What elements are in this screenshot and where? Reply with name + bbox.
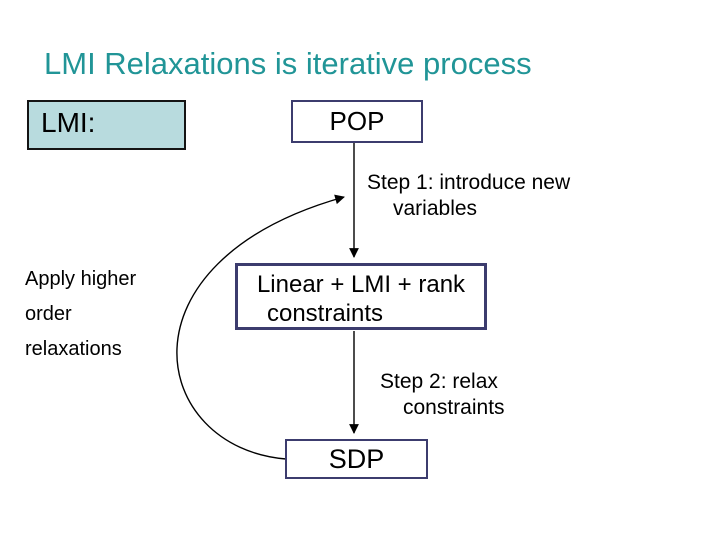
node-linear-text-line2: constraints (266, 300, 384, 327)
annotation-side-note-line1: Apply higher (25, 268, 137, 290)
annotation-step2-line2: constraints (403, 396, 505, 419)
node-sdp-text: SDP (328, 443, 385, 474)
node-lmi-label: LMI: (27, 100, 186, 150)
node-pop: POP (291, 100, 423, 143)
annotation-side-note-line2: order (25, 303, 72, 325)
node-sdp: SDP (285, 439, 428, 479)
annotation-step1-line2: variables (393, 197, 478, 220)
annotation-apply-higher-order-relaxations: Apply higher order relaxations (25, 262, 136, 367)
node-linear-lmi-rank-constraints: Linear + LMI + rank constraints (235, 263, 487, 330)
node-lmi-text: LMI: (41, 107, 96, 138)
slide-title: LMI Relaxations is iterative process (44, 46, 532, 81)
node-pop-text: POP (329, 106, 385, 136)
annotation-side-note-line3: relaxations (25, 338, 122, 360)
annotation-step1-line1: Step 1: introduce new (367, 171, 571, 194)
arrow-feedback-loop (176, 194, 345, 460)
annotation-step2: Step 2: relax constraints (380, 369, 505, 421)
node-linear-text-line1: Linear + LMI + rank (256, 271, 466, 298)
annotation-step1: Step 1: introduce new variables (367, 170, 570, 222)
annotation-step2-line1: Step 2: relax (380, 370, 498, 393)
